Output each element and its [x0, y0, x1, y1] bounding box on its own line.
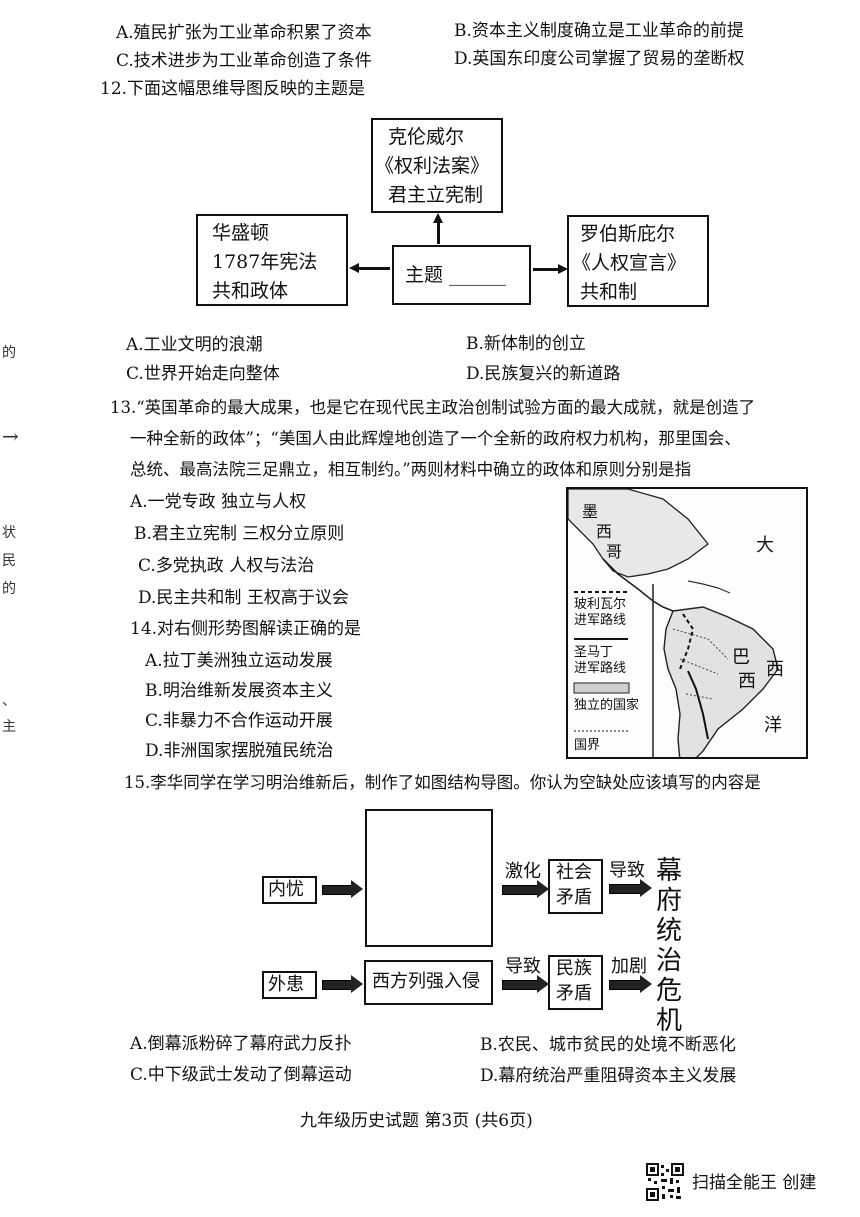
- mind-map-right-line3: 共和制: [580, 281, 638, 303]
- island-arc: [687, 580, 731, 594]
- q14-option-b: B.明治维新发展资本主义: [145, 681, 333, 701]
- national-conflict-label: 民族 矛盾: [556, 958, 592, 1004]
- map-drawing: [568, 489, 779, 757]
- arrow-right: [533, 264, 568, 274]
- daozhi-arrow-2: [502, 975, 549, 993]
- south-america-land: [663, 606, 779, 757]
- margin-scrap: 的: [2, 345, 16, 361]
- arrow-left: [349, 263, 390, 273]
- mind-map-left-line3: 共和政体: [212, 280, 289, 302]
- q15-option-d: D.幕府统治严重阻碍资本主义发展: [480, 1066, 737, 1086]
- map-label-brazil-2: 西: [738, 671, 756, 692]
- mind-map-right-line2: 《人权宣言》: [572, 252, 687, 274]
- map-label-ocean-3: 洋: [764, 715, 782, 736]
- mind-map-right-line1: 罗伯斯庇尔: [580, 223, 676, 245]
- central-america-land: [602, 558, 674, 612]
- q12-option-d: D.民族复兴的新道路: [466, 364, 621, 384]
- neiyou-label: 内忧: [268, 879, 304, 900]
- q14-option-d: D.非洲国家摆脱殖民统治: [145, 741, 334, 761]
- q14-option-c: C.非暴力不合作运动开展: [145, 711, 333, 731]
- daozhi-label-2: 导致: [505, 956, 541, 977]
- jiaju-arrow: [609, 975, 652, 993]
- q11-option-a: A.殖民扩张为工业革命积累了资本: [116, 23, 372, 43]
- q13-option-a: A.一党专政 独立与人权: [130, 492, 307, 512]
- q12-option-c: C.世界开始走向整体: [126, 364, 280, 384]
- margin-scrap: 状: [2, 525, 16, 541]
- invasion-box: [364, 960, 493, 1005]
- neiyou-box: [262, 876, 317, 904]
- border-lines: [672, 628, 729, 700]
- map-legend-border: 国界: [574, 738, 601, 753]
- map-label-mexico-2: 西: [596, 522, 613, 541]
- q12-stem: 12.下面这幅思维导图反映的主题是: [100, 79, 366, 99]
- q13-option-d: D.民主共和制 王权高于议会: [138, 588, 349, 608]
- mind-map-left-line1: 华盛顿: [212, 222, 270, 244]
- legend-independent-swatch: [573, 682, 630, 694]
- daozhi-arrow-1: [609, 879, 652, 897]
- map-label-ocean-1: 大: [756, 535, 774, 556]
- mind-map-top-box: [371, 118, 503, 213]
- q12-option-a: A.工业文明的浪潮: [126, 335, 263, 355]
- q14-stem: 14.对右侧形势图解读正确的是: [130, 619, 362, 639]
- waihuan-box: [262, 971, 317, 999]
- invasion-label: 西方列强入侵: [372, 971, 480, 992]
- margin-scrap: 、: [2, 693, 16, 709]
- latin-america-map: 墨 西 哥 大 西 洋 巴 西 玻利瓦尔 进军路线 圣马丁 进军路线 独立的国家…: [566, 487, 808, 759]
- page-footer: 九年级历史试题 第3页 (共6页): [300, 1111, 533, 1131]
- map-legend-sanmartin: 圣马丁 进军路线: [574, 645, 627, 676]
- arrow-up: [433, 213, 443, 244]
- waihuan-arrow: [322, 975, 363, 993]
- mind-map-top-line1: 克伦威尔: [388, 126, 465, 148]
- mind-map-top-line3: 君主立宪制: [388, 184, 484, 206]
- sanmartin-route: [687, 670, 709, 740]
- social-conflict-label: 社会 矛盾: [556, 862, 592, 908]
- crisis-vertical-label: 幕府统治危机: [656, 856, 683, 1036]
- q15-stem: 15.李华同学在学习明治维新后，制作了如图结构导图。你认为空缺处应该填写的内容是: [124, 773, 761, 792]
- qr-code-icon: [646, 1163, 684, 1201]
- jihua-label: 激化: [505, 861, 541, 882]
- mind-map-center-label: 主题 ______: [405, 264, 507, 286]
- map-label-mexico-1: 墨: [582, 502, 599, 521]
- q15-option-b: B.农民、城市贫民的处境不断恶化: [480, 1035, 736, 1055]
- daozhi-label-1: 导致: [609, 860, 645, 881]
- q12-option-b: B.新体制的创立: [466, 334, 586, 354]
- national-conflict-box: [548, 955, 603, 1010]
- q13-option-b: B.君主立宪制 三权分立原则: [134, 524, 345, 544]
- q11-option-d: D.英国东印度公司掌握了贸易的垄断权: [454, 49, 745, 69]
- mind-map-right-box: [567, 215, 709, 307]
- map-label-ocean-2: 西: [766, 659, 784, 680]
- q13-stem-line2: 一种全新的政体”；“美国人由此辉煌地创造了一个全新的政府权力机构，那里国会、: [130, 429, 741, 448]
- social-conflict-box: [548, 859, 603, 914]
- q13-stem-line1: 13.“英国革命的最大成果，也是它在现代民主政治创制试验方面的最大成就，就是创造…: [110, 398, 756, 417]
- q15-option-c: C.中下级武士发动了倒幕运动: [130, 1065, 352, 1085]
- map-label-mexico-3: 哥: [606, 542, 623, 561]
- watermark-text: 扫描全能王 创建: [692, 1173, 817, 1193]
- map-label-brazil-1: 巴: [732, 647, 750, 668]
- mind-map-top-line2: 《权利法案》: [375, 155, 490, 177]
- waihuan-label: 外患: [268, 974, 304, 995]
- blank-answer-box: [365, 809, 493, 947]
- mind-map-left-line2: 1787年宪法: [212, 251, 318, 273]
- margin-scrap: 民: [2, 553, 16, 569]
- margin-scrap: 的: [2, 581, 16, 597]
- jihua-arrow: [502, 880, 549, 898]
- neiyou-arrow: [322, 880, 363, 898]
- north-america-land: [568, 489, 709, 578]
- jiaju-label: 加剧: [611, 956, 647, 977]
- q11-option-c: C.技术进步为工业革命创造了条件: [116, 51, 372, 71]
- map-legend-bolivar: 玻利瓦尔 进军路线: [574, 597, 627, 628]
- mind-map-center-box: [392, 245, 531, 305]
- q15-option-a: A.倒幕派粉碎了幕府武力反扑: [130, 1034, 352, 1054]
- q11-option-b: B.资本主义制度确立是工业革命的前提: [454, 21, 744, 41]
- q13-option-c: C.多党执政 人权与法治: [138, 556, 315, 576]
- bolivar-route: [679, 613, 695, 670]
- q13-stem-line3: 总统、最高法院三足鼎立，相互制约。”两则材料中确立的政体和原则分别是指: [130, 460, 692, 479]
- margin-arrow: →: [2, 424, 19, 448]
- mind-map-left-box: [196, 214, 348, 306]
- margin-scrap: 主: [2, 719, 16, 735]
- q14-option-a: A.拉丁美洲独立运动发展: [145, 651, 333, 671]
- map-legend-independent: 独立的国家: [574, 698, 640, 713]
